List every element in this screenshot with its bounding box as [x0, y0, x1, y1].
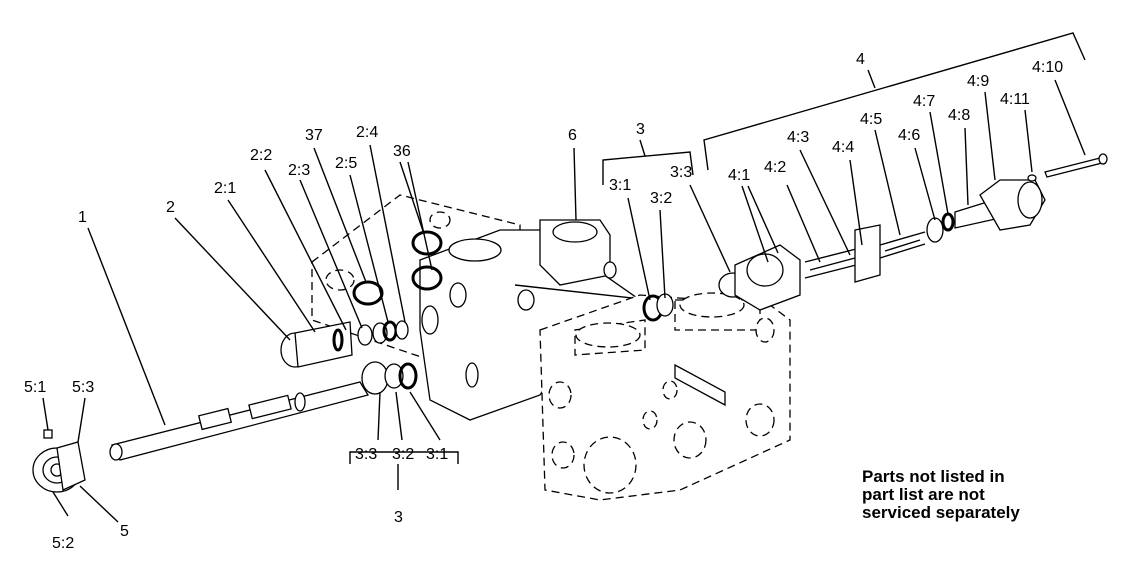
label-3-2-top: 3:2 — [650, 190, 672, 207]
label-5-3: 5:3 — [72, 379, 94, 396]
assembly-part-4 — [734, 153, 1108, 311]
label-4-4: 4:4 — [832, 139, 854, 156]
brackets — [349, 32, 1086, 490]
leader-lines — [42, 79, 1086, 523]
label-3-2-bot: 3:2 — [392, 446, 414, 463]
label-3-bot: 3 — [394, 509, 403, 526]
label-2-3: 2:3 — [288, 162, 310, 179]
label-1: 1 — [78, 209, 87, 226]
label-4-6: 4:6 — [898, 127, 920, 144]
label-5: 5 — [120, 523, 129, 540]
label-4-2: 4:2 — [764, 159, 786, 176]
seal-group-3-bottom — [361, 361, 418, 395]
service-note-line-1: Parts not listed in — [862, 467, 1005, 486]
service-note-line-2: part list are not — [862, 485, 985, 504]
label-2-1: 2:1 — [214, 180, 236, 197]
service-note-line-3: serviced separately — [862, 503, 1020, 522]
label-5-1: 5:1 — [24, 379, 46, 396]
seal-rings-36-37 — [352, 230, 443, 306]
label-6: 6 — [568, 127, 577, 144]
label-4-11: 4:11 — [1000, 91, 1030, 108]
front-housing-dashed — [539, 292, 791, 501]
label-4-9: 4:9 — [967, 73, 989, 90]
label-2-4: 2:4 — [356, 124, 378, 141]
label-3-3-top: 3:3 — [670, 164, 692, 181]
label-2-5: 2:5 — [335, 155, 357, 172]
label-4-8: 4:8 — [948, 107, 970, 124]
label-3-1-bot: 3:1 — [426, 446, 448, 463]
label-2-2: 2:2 — [250, 147, 272, 164]
plug-part-2 — [280, 320, 409, 368]
valve-body-part-6 — [419, 219, 651, 421]
label-3-3-bot: 3:3 — [355, 446, 377, 463]
label-4-1: 4:1 — [728, 167, 750, 184]
callout-labels: 1 2 2:1 2:2 2:3 2:5 37 2:4 36 6 3 3:1 3:… — [24, 51, 1063, 552]
label-2: 2 — [166, 199, 175, 216]
label-4: 4 — [856, 51, 865, 68]
label-4-10: 4:10 — [1032, 59, 1063, 76]
label-4-7: 4:7 — [913, 93, 935, 110]
label-5-2: 5:2 — [52, 535, 74, 552]
label-3-top: 3 — [636, 121, 645, 138]
cap-part-5 — [32, 429, 86, 493]
label-37: 37 — [305, 127, 323, 144]
service-note: Parts not listed in part list are not se… — [862, 468, 1020, 522]
label-4-5: 4:5 — [860, 111, 882, 128]
label-36: 36 — [393, 143, 411, 160]
label-4-3: 4:3 — [787, 129, 809, 146]
spool-part-1 — [109, 381, 370, 461]
label-3-1-top: 3:1 — [609, 177, 631, 194]
